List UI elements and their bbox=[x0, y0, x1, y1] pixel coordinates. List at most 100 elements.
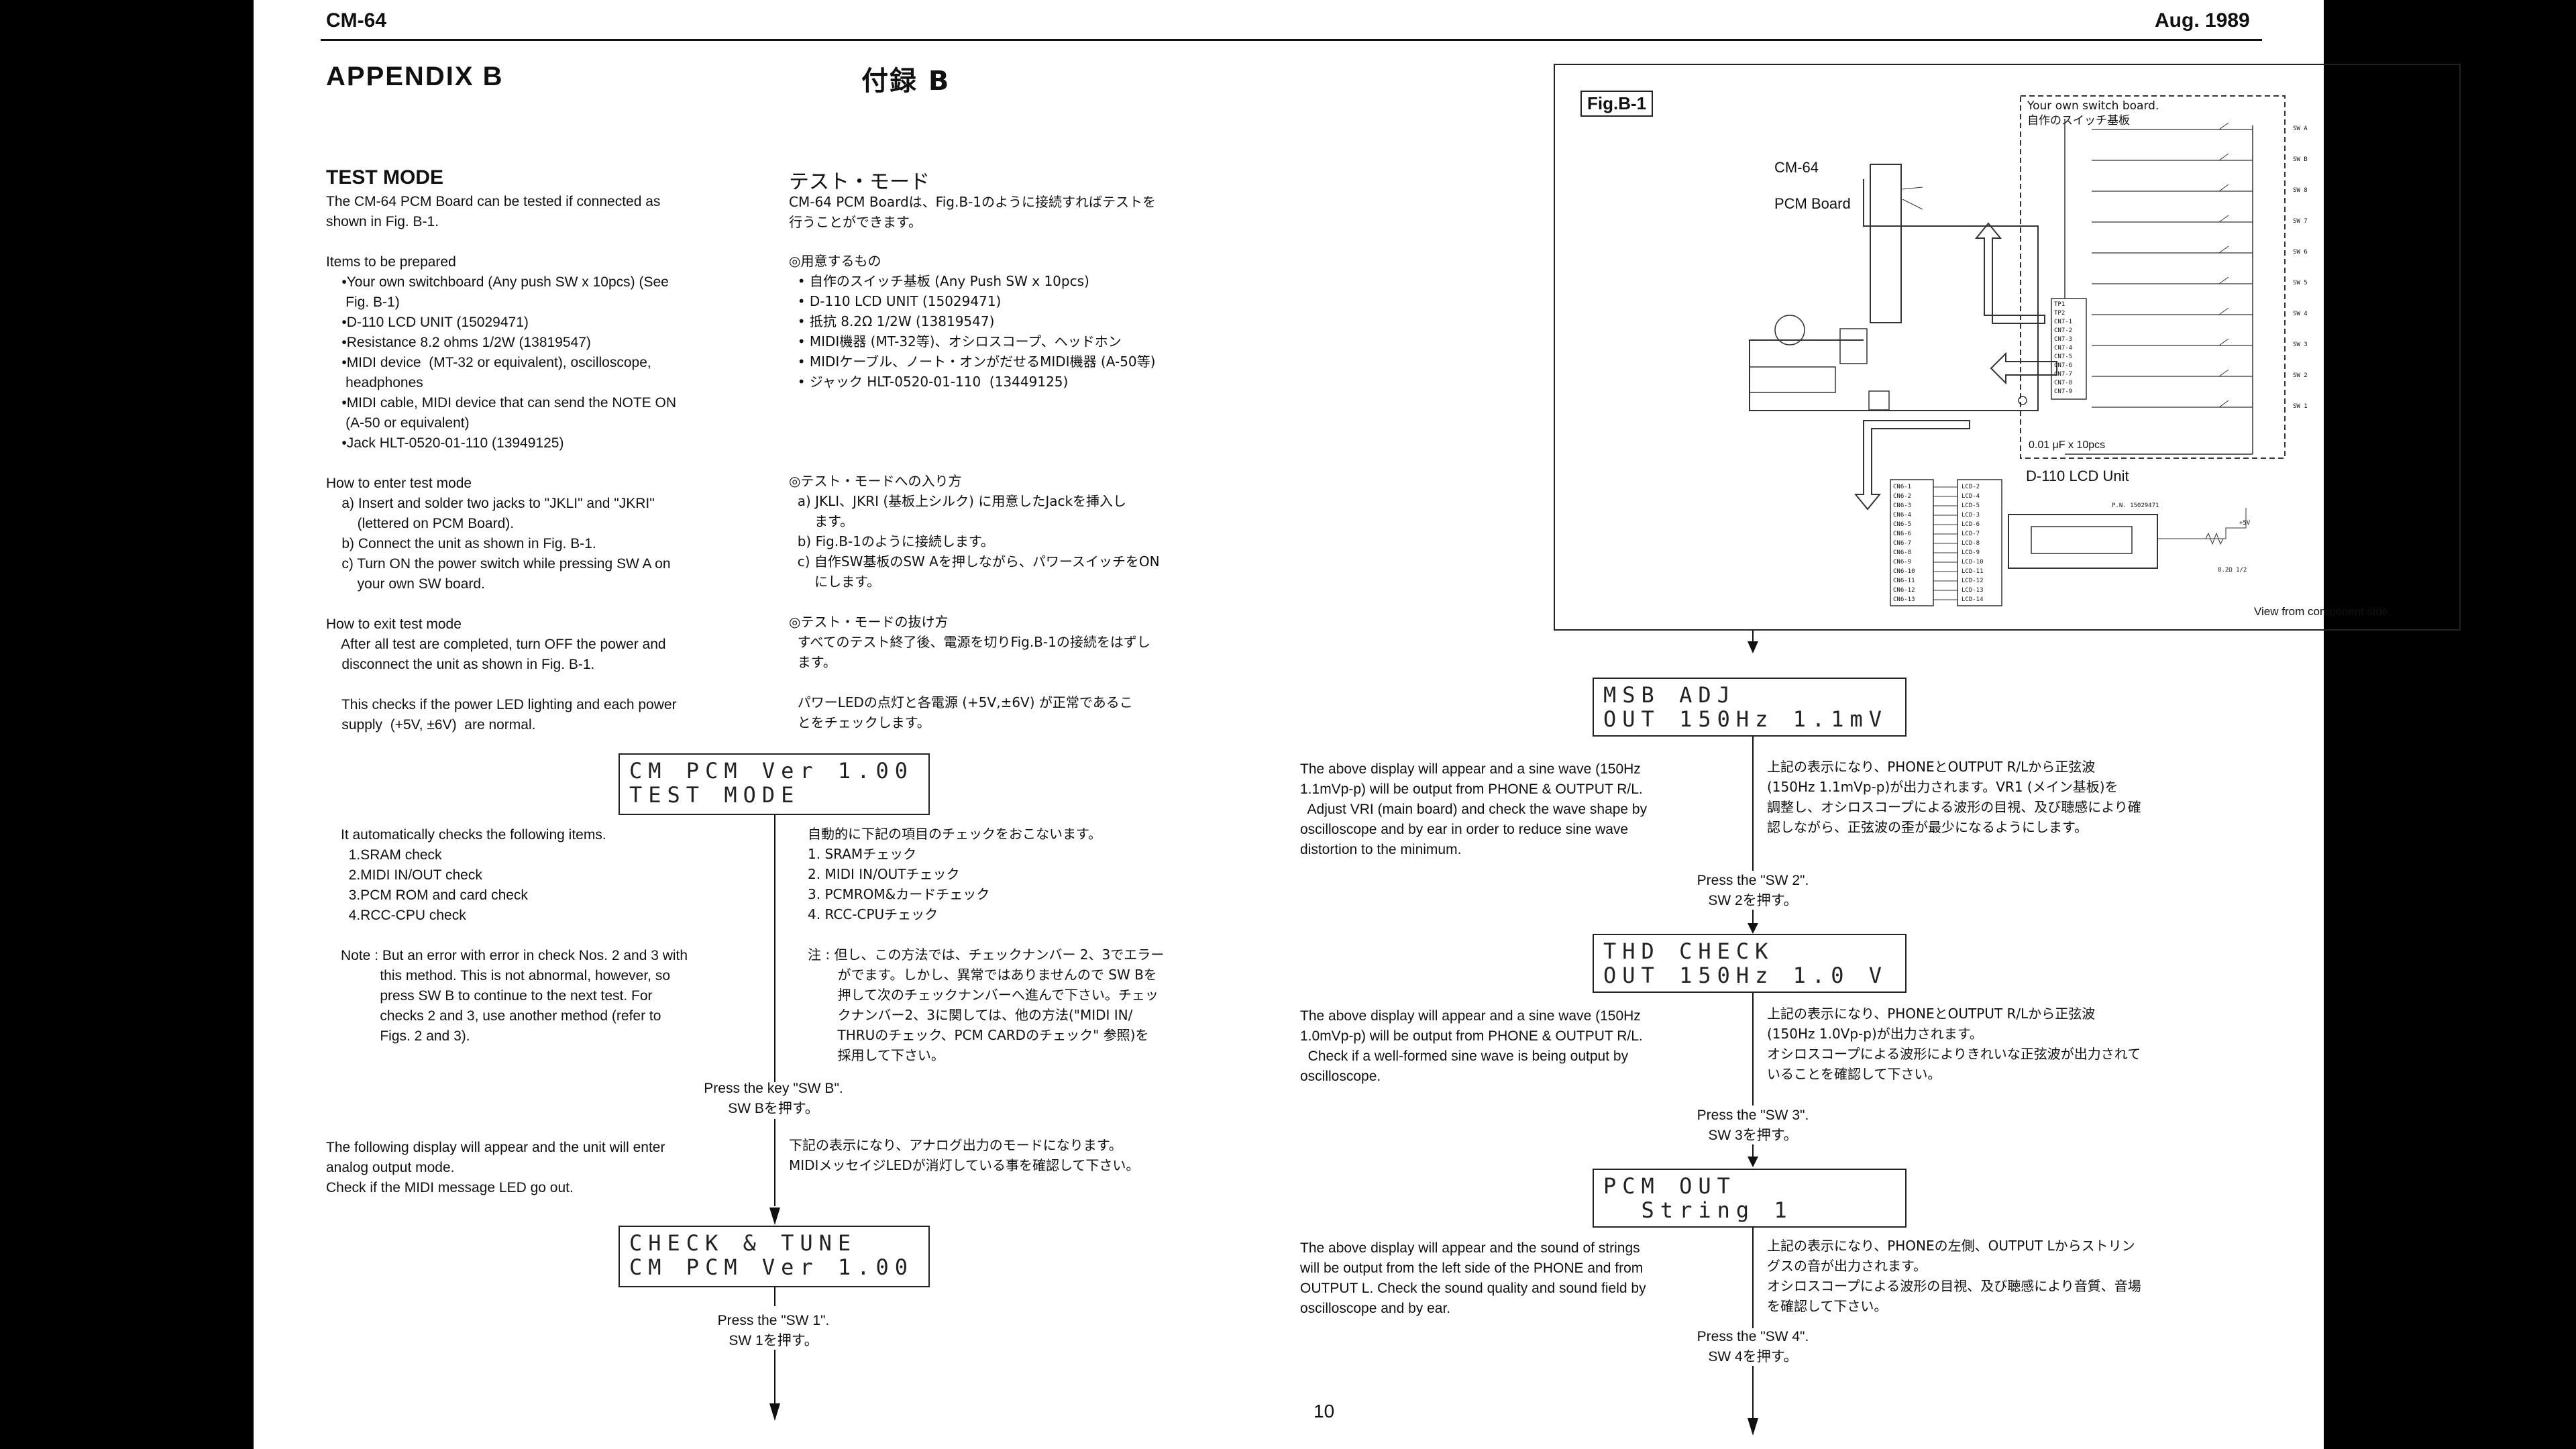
lcd-display-check-tune: CHECK & TUNE CM PCM Ver 1.00 bbox=[619, 1226, 930, 1287]
thd-description-jp: 上記の表示になり、PHONEとOUTPUT R/Lから正弦波 (150Hz 1.… bbox=[1767, 1006, 2141, 1082]
checks-jp: 自動的に下記の項目のチェックをおこないます。 1. SRAMチェック 2. MI… bbox=[808, 826, 1165, 1063]
items-jp: ◎用意するもの • 自作のスイッチ基板 (Any Push SW x 10pcs… bbox=[789, 253, 1156, 390]
cn7-pin-label: CN7-3 bbox=[2054, 336, 2073, 343]
cn6-pin-label: CN6-2 bbox=[1893, 493, 1912, 500]
switch-label: SW 6 bbox=[2293, 249, 2308, 256]
lcd-pin-label: LCD-5 bbox=[1962, 502, 1980, 509]
cn7-pin-label: CN7-2 bbox=[2054, 327, 2073, 334]
appendix-title-jp: 付録 B bbox=[861, 66, 951, 97]
push-switch bbox=[2218, 153, 2241, 161]
flow-arrow bbox=[769, 1403, 780, 1421]
cn7-pin-label: CN7-4 bbox=[2054, 345, 2073, 352]
flow-line bbox=[1752, 631, 1754, 641]
switch-label: SW 1 bbox=[2293, 403, 2308, 410]
push-switch bbox=[2218, 338, 2241, 346]
cn6-pin-label: CN6-9 bbox=[1893, 559, 1912, 566]
flow-line bbox=[1752, 1366, 1754, 1419]
header-model: CM-64 bbox=[326, 9, 387, 32]
press-sw-3: Press the "SW 3". SW 3を押す。 bbox=[1697, 1108, 1809, 1143]
push-switch bbox=[2218, 400, 2241, 408]
flow-line bbox=[774, 815, 775, 1082]
flow-line bbox=[1752, 1144, 1754, 1162]
push-switch bbox=[2218, 184, 2241, 192]
enter-test-jp: ◎テスト・モードへの入り方 a) JKLI、JKRI (基板上シルク) に用意し… bbox=[789, 473, 1160, 590]
flow-arrow bbox=[1748, 641, 1758, 653]
flow-line bbox=[1752, 1228, 1754, 1328]
push-switch bbox=[2218, 246, 2241, 254]
flow-arrow bbox=[1748, 923, 1758, 934]
cn6-pin-label: CN6-4 bbox=[1893, 512, 1912, 519]
cn6-pin-label: CN6-10 bbox=[1893, 568, 1915, 575]
switch-label: SW A bbox=[2293, 125, 2308, 132]
view-note: View from component side. bbox=[2254, 605, 2392, 618]
lcd-pin-label: LCD-7 bbox=[1962, 531, 1980, 537]
flow-line bbox=[774, 1350, 775, 1403]
flow-line bbox=[774, 1119, 775, 1206]
lcd-display-pcm-out: PCM OUT String 1 bbox=[1593, 1169, 1907, 1228]
section-title-en: TEST MODE bbox=[326, 166, 444, 189]
lcd-pin-label: LCD-12 bbox=[1962, 578, 1984, 584]
flow-arrow bbox=[769, 1208, 780, 1225]
figure-b1: Fig.B-1 CM-64 PCM Board Your own switch … bbox=[1554, 64, 2461, 631]
manual-page-spread: CM-64 Aug. 1989 APPENDIX B 付録 B TEST MOD… bbox=[254, 0, 2461, 1449]
lcd-display-test-mode: CM PCM Ver 1.00 TEST MODE bbox=[619, 753, 930, 815]
exit-test-jp: ◎テスト・モードの抜け方 すべてのテスト終了後、電源を切りFig.B-1の接続を… bbox=[789, 614, 1150, 731]
section-title-jp: テスト・モード bbox=[789, 170, 930, 194]
exit-test-en: How to exit test mode After all test are… bbox=[326, 616, 677, 733]
lcd-pin-label: LCD-11 bbox=[1962, 568, 1984, 575]
lcd-pin-label: LCD-2 bbox=[1962, 484, 1980, 490]
cn7-pin-label: TP2 bbox=[2054, 310, 2065, 317]
header-rule bbox=[321, 39, 2262, 41]
switch-board-label: Your own switch board. 自作のスイッチ基板 bbox=[2027, 99, 2159, 127]
vcc-label: +5V bbox=[2239, 520, 2251, 527]
lcd-pin-label: LCD-3 bbox=[1962, 512, 1980, 519]
resistor-label: 8.2Ω 1/2 bbox=[2218, 567, 2247, 574]
flow-line bbox=[774, 1287, 775, 1306]
pcm-board-label: PCM Board bbox=[1774, 195, 1851, 212]
cn6-pin-label: CN6-1 bbox=[1893, 484, 1912, 490]
thd-description-en: The above display will appear and a sine… bbox=[1300, 1008, 1643, 1084]
cn7-pin-label: CN7-8 bbox=[2054, 380, 2073, 386]
items-en: Items to be prepared •Your own switchboa… bbox=[326, 254, 677, 451]
cn7-pin-label: CN7-1 bbox=[2054, 319, 2073, 325]
switch-label: SW B bbox=[2293, 156, 2308, 163]
lcd-pin-label: LCD-6 bbox=[1962, 521, 1980, 528]
capacitor-label: 0.01 μF x 10pcs bbox=[2029, 439, 2106, 451]
press-sw-4: Press the "SW 4". SW 4を押す。 bbox=[1697, 1329, 1809, 1364]
cn6-pin-label: CN6-7 bbox=[1893, 540, 1912, 547]
wiring-diagram bbox=[1749, 95, 2286, 606]
appendix-title-en: APPENDIX B bbox=[326, 62, 504, 91]
cn7-pin-label: CN7-5 bbox=[2054, 354, 2073, 360]
cn7-pin-label: CN7-7 bbox=[2054, 371, 2073, 378]
lcd-pin-label: LCD-9 bbox=[1962, 549, 1980, 556]
lcd-pin-label: LCD-8 bbox=[1962, 540, 1980, 547]
lcd-pin-label: LCD-10 bbox=[1962, 559, 1984, 566]
press-sw-b: Press the key "SW B". SW Bを押す。 bbox=[704, 1081, 843, 1116]
page-number: 10 bbox=[1313, 1401, 1335, 1421]
cn6-pin-label: CN6-12 bbox=[1893, 587, 1915, 594]
analog-mode-jp: 下記の表示になり、アナログ出力のモードになります。 MIDIメッセイジLEDが消… bbox=[789, 1137, 1140, 1173]
switch-label: SW 3 bbox=[2293, 341, 2308, 348]
cn7-pin-label: TP1 bbox=[2054, 301, 2065, 308]
enter-test-en: How to enter test mode a) Insert and sol… bbox=[326, 476, 671, 592]
push-switch bbox=[2218, 276, 2241, 284]
lcd-unit-label: D-110 LCD Unit bbox=[2026, 468, 2129, 484]
lcd-pin-label: LCD-4 bbox=[1962, 493, 1980, 500]
switch-label: SW 2 bbox=[2293, 372, 2308, 379]
intro-jp: CM-64 PCM Boardは、Fig.B-1のように接続すればテストを 行う… bbox=[789, 194, 1156, 230]
cn6-pin-label: CN6-11 bbox=[1893, 578, 1915, 584]
cn6-pin-label: CN6-13 bbox=[1893, 596, 1915, 603]
cn6-pin-label: CN6-8 bbox=[1893, 549, 1912, 556]
header-date: Aug. 1989 bbox=[2155, 9, 2250, 32]
analog-mode-en: The following display will appear and th… bbox=[326, 1140, 665, 1195]
cn7-connector-group bbox=[2051, 298, 2087, 400]
switch-label: SW 4 bbox=[2293, 311, 2308, 317]
push-switch bbox=[2218, 122, 2241, 130]
lcd-display-thd-check: THD CHECK OUT 150Hz 1.0 V bbox=[1593, 934, 1907, 993]
lcd-pin-label: LCD-14 bbox=[1962, 596, 1984, 603]
figure-label: Fig.B-1 bbox=[1580, 91, 1654, 117]
switch-label: SW 7 bbox=[2293, 218, 2308, 225]
pcm-description-en: The above display will appear and the so… bbox=[1300, 1240, 1646, 1316]
lcd-display-msb-adj: MSB ADJ OUT 150Hz 1.1mV bbox=[1593, 678, 1907, 737]
pcm-description-jp: 上記の表示になり、PHONEの左側、OUTPUT Lからストリン グスの音が出力… bbox=[1767, 1238, 2141, 1314]
